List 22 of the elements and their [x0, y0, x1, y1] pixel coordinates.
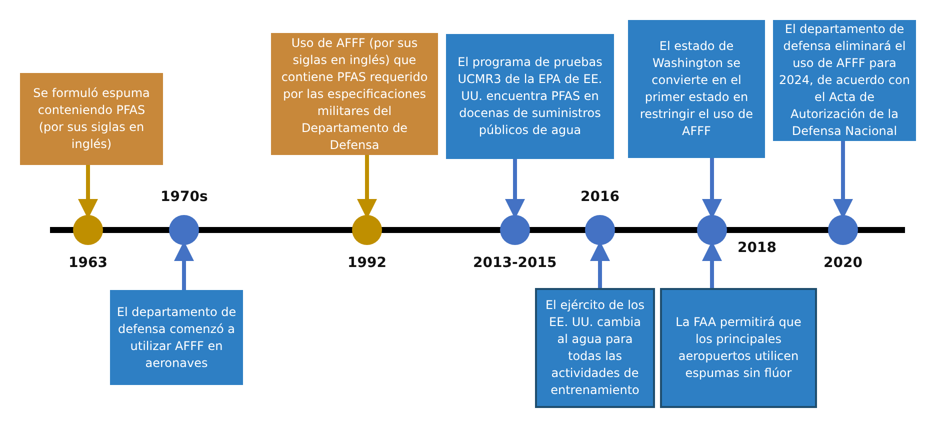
year-label: 2016	[580, 189, 620, 205]
year-label: 2018	[738, 240, 776, 256]
event-box: La FAA permitirá que los principales aeropuertos utilicen espumas sin flúor	[660, 288, 817, 408]
timeline-dot	[169, 215, 199, 245]
event-box: El departamento de defensa eliminará el uso de AFFF para 2024, de acuerdo con el Acta de Autorización de la Defensa Nacional	[773, 20, 916, 141]
event-box: El ejército de los EE. UU. cambia al agua para todas las actividades de entrenamiento	[535, 288, 655, 408]
timeline-dot	[352, 215, 382, 245]
timeline-dot	[828, 215, 858, 245]
event-box: El estado de Washington se convierte en el primer estado en restringir el uso de AFFF	[628, 20, 765, 158]
year-label: 1970s	[160, 189, 208, 205]
event-box: Se formuló espuma conteniendo PFAS (por sus siglas en inglés)	[20, 73, 163, 165]
year-label: 1992	[348, 255, 386, 271]
year-label: 1963	[68, 255, 108, 271]
event-box: El programa de pruebas UCMR3 de la EPA de EE. UU. encuentra PFAS en docenas de suministros públicos de agua	[446, 34, 614, 159]
timeline-dot	[73, 215, 103, 245]
year-label: 2013-2015	[473, 255, 557, 271]
timeline-dot	[500, 215, 530, 245]
event-box: Uso de AFFF (por sus siglas en inglés) que contiene PFAS requerido por las especificaciones militares del Departamento de Defensa	[271, 33, 438, 155]
year-label: 2020	[824, 255, 862, 271]
event-box: El departamento de defensa comenzó a utilizar AFFF en aeronaves	[110, 290, 243, 385]
timeline-dot	[697, 215, 727, 245]
timeline-dot	[585, 215, 615, 245]
